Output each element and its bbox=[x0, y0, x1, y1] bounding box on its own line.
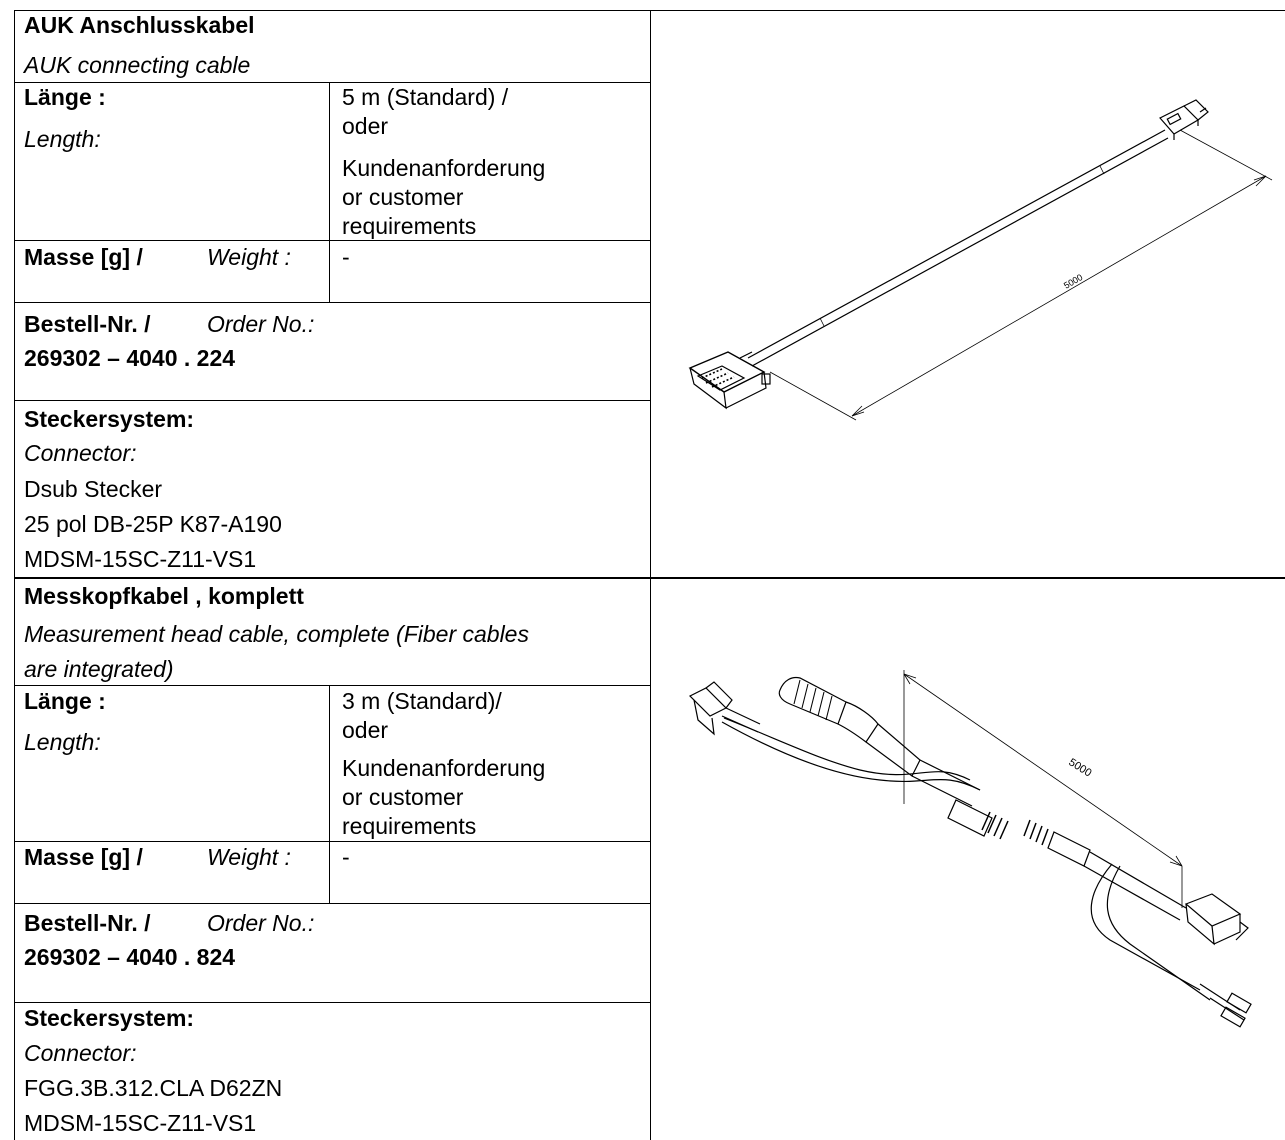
section-title-en: Measurement head cable, complete (Fiber … bbox=[24, 621, 529, 647]
order-label-en: Order No.: bbox=[207, 910, 315, 936]
length-label-de: Länge : bbox=[24, 688, 106, 714]
length-value-line: Kundenanforderung bbox=[342, 755, 546, 781]
connector-line: 25 pol DB-25P K87-A190 bbox=[24, 511, 282, 537]
connector-line: MDSM-15SC-Z11-VS1 bbox=[24, 546, 257, 572]
cell-divider bbox=[329, 82, 330, 302]
section-title-de: AUK Anschlusskabel bbox=[24, 12, 255, 38]
order-number: 269302 – 4040 . 224 bbox=[24, 345, 236, 371]
section-title-de: Messkopfkabel , komplett bbox=[24, 583, 304, 609]
length-label-en: Length: bbox=[24, 126, 101, 152]
row-divider bbox=[14, 1002, 650, 1003]
table-border-left bbox=[14, 10, 15, 1140]
order-label-de: Bestell-Nr. / bbox=[24, 910, 151, 936]
row-divider bbox=[14, 302, 650, 303]
mass-value: - bbox=[342, 844, 350, 870]
order-label-en: Order No.: bbox=[207, 311, 315, 337]
length-value-line: 5 m (Standard) / bbox=[342, 84, 509, 110]
connector-line: MDSM-15SC-Z11-VS1 bbox=[24, 1110, 257, 1136]
row-divider bbox=[14, 82, 650, 83]
mass-label-en: Weight : bbox=[207, 844, 291, 870]
length-value-line: requirements bbox=[342, 813, 477, 839]
connector-label-en: Connector: bbox=[24, 1040, 137, 1066]
length-value-line: oder bbox=[342, 717, 389, 743]
row-divider bbox=[14, 903, 650, 904]
length-label-de: Länge : bbox=[24, 84, 106, 110]
mass-label-de: Masse [g] / bbox=[24, 844, 143, 870]
length-label-en: Length: bbox=[24, 729, 101, 755]
dimension-label: 5000 bbox=[1062, 272, 1084, 291]
connector-line: FGG.3B.312.CLA D62ZN bbox=[24, 1075, 283, 1101]
row-divider bbox=[14, 841, 650, 842]
order-label-de: Bestell-Nr. / bbox=[24, 311, 151, 337]
length-value-line: Kundenanforderung bbox=[342, 155, 546, 181]
row-divider bbox=[14, 240, 650, 241]
mass-value: - bbox=[342, 244, 350, 270]
mass-label-de: Masse [g] / bbox=[24, 244, 143, 270]
row-divider bbox=[14, 685, 650, 686]
length-value-line: or customer bbox=[342, 184, 464, 210]
connector-label-de: Steckersystem: bbox=[24, 406, 195, 432]
connector-label-en: Connector: bbox=[24, 440, 137, 466]
length-value-line: oder bbox=[342, 113, 389, 139]
length-value-line: or customer bbox=[342, 784, 464, 810]
row-divider bbox=[14, 400, 650, 401]
order-number: 269302 – 4040 . 824 bbox=[24, 944, 236, 970]
section-divider bbox=[14, 577, 1285, 579]
column-divider bbox=[650, 10, 651, 1140]
length-value-line: requirements bbox=[342, 213, 477, 239]
section-title-en-line2: are integrated) bbox=[24, 656, 174, 682]
mass-label-en: Weight : bbox=[207, 244, 291, 270]
connector-line: Dsub Stecker bbox=[24, 476, 163, 502]
table-border-top bbox=[14, 10, 1285, 11]
cell-divider bbox=[329, 685, 330, 903]
dimension-label: 5000 bbox=[1066, 756, 1093, 779]
section-title-en: AUK connecting cable bbox=[24, 52, 251, 78]
connector-label-de: Steckersystem: bbox=[24, 1005, 195, 1031]
length-value-line: 3 m (Standard)/ bbox=[342, 688, 502, 714]
